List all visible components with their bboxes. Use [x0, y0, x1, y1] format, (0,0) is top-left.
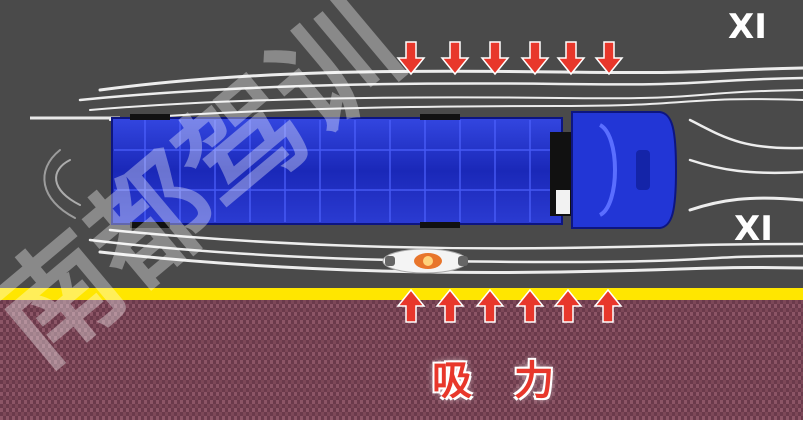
arrow-up-icon	[475, 288, 505, 323]
motorcycle	[382, 248, 468, 274]
arrow-down-icon	[594, 41, 624, 76]
arrow-down-icon	[520, 41, 550, 76]
arrow-up-icon	[593, 288, 623, 323]
arrow-down-icon	[440, 41, 470, 76]
suction-label: 吸 力	[432, 358, 568, 404]
arrow-up-icon	[553, 288, 583, 323]
sidewalk	[0, 300, 803, 420]
road-sign-mid: XI	[734, 209, 773, 249]
arrows-bottom	[396, 288, 623, 323]
arrow-down-icon	[396, 41, 426, 76]
arrow-up-icon	[396, 288, 426, 323]
arrow-up-icon	[515, 288, 545, 323]
arrow-up-icon	[435, 288, 465, 323]
truck	[111, 111, 678, 229]
arrow-down-icon	[480, 41, 510, 76]
arrows-top	[396, 41, 624, 76]
road-sign-top: XI	[728, 7, 767, 47]
arrow-down-icon	[556, 41, 586, 76]
airflow-lines	[43, 66, 803, 274]
